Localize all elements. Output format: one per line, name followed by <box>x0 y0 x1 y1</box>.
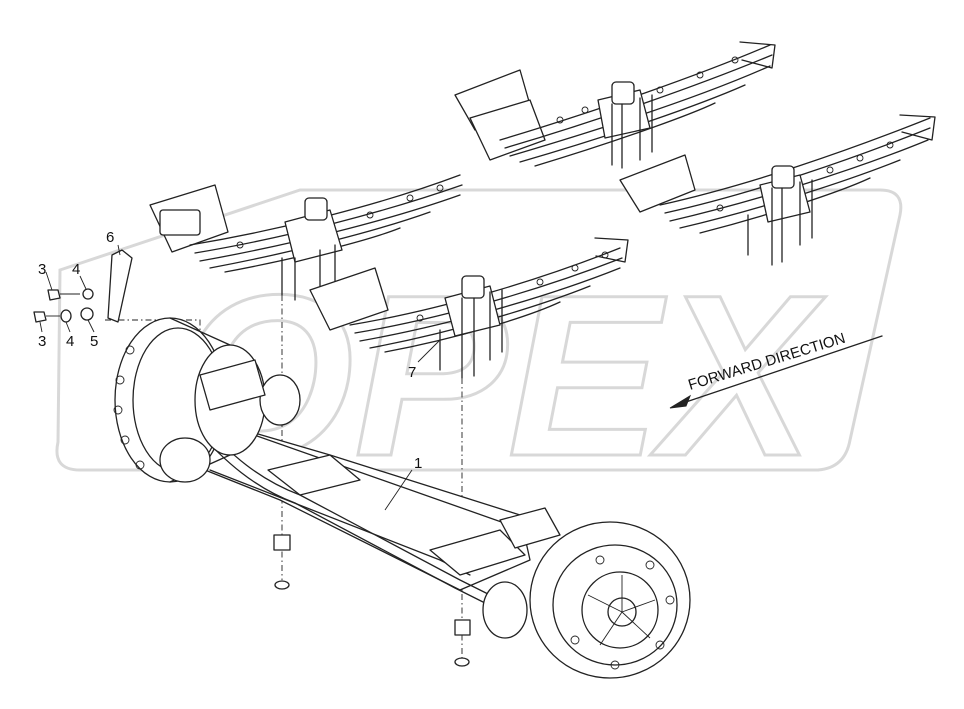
callout-6: 6 <box>106 229 114 246</box>
left-wheel-hub <box>113 317 301 483</box>
callout-1: 1 <box>414 455 422 472</box>
front-axle-beam <box>194 419 531 609</box>
bolt-3-lower <box>33 311 60 323</box>
washer-4-upper <box>82 288 94 300</box>
leaf-spring-left <box>149 174 463 301</box>
washer-4-lower <box>60 309 72 323</box>
direction-arrow-line <box>679 335 883 405</box>
bolt-3-upper <box>47 289 80 301</box>
leader-lines <box>39 244 441 511</box>
callout-3-lower: 3 <box>38 333 46 350</box>
callout-5: 5 <box>90 333 98 350</box>
washer-5 <box>80 307 94 321</box>
u-bolt-nuts <box>273 534 471 667</box>
callout-3-upper: 3 <box>38 261 46 278</box>
leaf-spring-middle <box>309 237 629 379</box>
direction-arrow-head <box>669 394 692 409</box>
callout-4-lower: 4 <box>66 333 74 350</box>
leaf-spring-upper-right <box>454 41 776 169</box>
right-wheel-hub <box>482 507 691 679</box>
callout-4-upper: 4 <box>72 261 80 278</box>
callout-7: 7 <box>408 364 416 381</box>
leaf-spring-right <box>619 114 936 266</box>
bracket-assembly <box>33 249 133 323</box>
